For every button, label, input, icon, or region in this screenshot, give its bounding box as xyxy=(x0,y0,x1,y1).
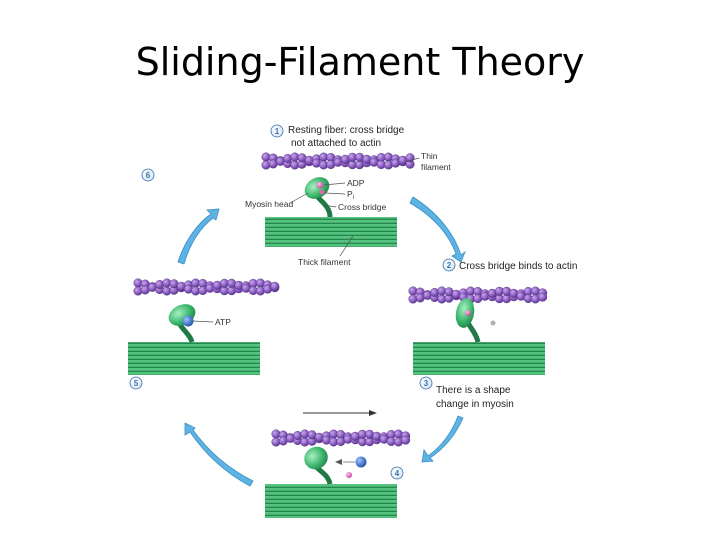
step-2-caption: Cross bridge binds to actin xyxy=(459,261,577,272)
step-badge-4: 4 xyxy=(390,466,404,480)
step-badge-1: 1 xyxy=(270,124,284,138)
myosin-head-label: Myosin head xyxy=(245,199,293,209)
thin-filament-bottom xyxy=(271,429,411,447)
myosin-cross-bridge-top xyxy=(304,177,333,218)
sliding-direction-arrow xyxy=(303,410,377,416)
step-badge-5: 5 xyxy=(129,376,143,390)
pi-molecule-released xyxy=(490,320,496,326)
pi-label-main: P xyxy=(347,189,353,199)
cycle-arrow-5-to-6 xyxy=(177,208,220,265)
thick-filament-left xyxy=(128,342,260,375)
label-pointers xyxy=(192,157,420,463)
thin-filament-right xyxy=(408,286,548,304)
thick-filament-bottom xyxy=(265,484,397,518)
atp-label: ATP xyxy=(215,317,231,327)
atp-molecule-left xyxy=(182,315,194,327)
atp-arrow-head xyxy=(335,459,342,465)
thin-filament-label-line2: filament xyxy=(421,162,451,172)
thin-filament-label-line1: Thin xyxy=(421,151,438,161)
step-number-6: 6 xyxy=(146,171,151,180)
atp-molecule-bottom xyxy=(355,456,367,468)
pi-label: Pi xyxy=(347,189,354,201)
step-3-caption-line1: There is a shape xyxy=(436,385,511,396)
pi-label-sub: i xyxy=(353,195,354,201)
adp-molecule xyxy=(316,181,324,189)
step-number-1: 1 xyxy=(275,127,280,136)
adp-molecule-bottom xyxy=(346,472,352,478)
slide-title: Sliding-Filament Theory xyxy=(135,40,585,84)
cross-bridge-label: Cross bridge xyxy=(338,202,386,212)
thick-filament-top xyxy=(265,217,397,247)
step-number-2: 2 xyxy=(447,261,452,270)
myosin-cross-bridge-right xyxy=(455,298,481,343)
thin-filament-top xyxy=(261,152,415,170)
myosin-cross-bridge-bottom xyxy=(304,446,333,485)
cycle-arrow-1-to-2 xyxy=(409,196,466,263)
step-3-caption-line2: change in myosin xyxy=(436,399,514,410)
step-number-3: 3 xyxy=(424,379,429,388)
thick-filament-label: Thick filament xyxy=(298,257,351,267)
cycle-arrows xyxy=(177,196,466,487)
step-badge-3: 3 xyxy=(419,376,433,390)
thin-filament-left xyxy=(133,278,280,296)
pi-molecule-top xyxy=(319,189,325,195)
step-badge-2: 2 xyxy=(442,258,456,272)
step-number-5: 5 xyxy=(134,379,139,388)
actin-bead xyxy=(270,281,280,291)
adp-molecule-right xyxy=(465,310,471,316)
step-1-caption-line1: Resting fiber: cross bridge xyxy=(288,125,405,136)
thick-filament-right xyxy=(413,342,545,375)
actin-bead xyxy=(538,292,548,302)
step-1-caption-line2: not attached to actin xyxy=(291,138,381,149)
step-badge-6: 6 xyxy=(141,168,155,182)
step-number-4: 4 xyxy=(395,469,400,478)
actin-bead xyxy=(401,435,411,445)
cycle-arrow-4-to-5 xyxy=(184,422,254,487)
adp-label: ADP xyxy=(347,178,365,188)
cycle-arrow-3-to-4 xyxy=(421,415,464,463)
